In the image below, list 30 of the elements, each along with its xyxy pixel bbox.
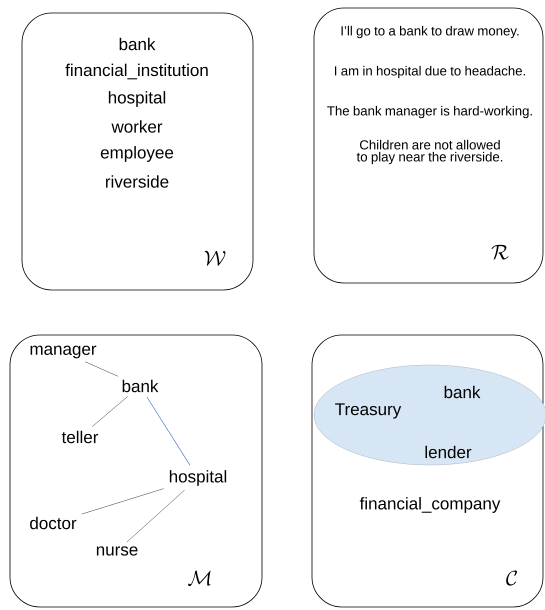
word: teller xyxy=(62,430,98,444)
word: bank xyxy=(122,380,158,392)
script-letter: $\mathcal{R}$ xyxy=(492,244,509,260)
word: worker xyxy=(111,120,162,133)
connector-line xyxy=(81,488,164,514)
word: hospital xyxy=(108,91,166,107)
connector-line xyxy=(126,490,185,542)
word: financial_company xyxy=(360,497,500,513)
script-letter: $\mathcal{M}$ xyxy=(188,570,211,586)
word: financial_institution xyxy=(65,64,208,80)
connector-line xyxy=(92,396,128,427)
word: employee xyxy=(100,146,174,162)
card xyxy=(22,12,254,290)
sentence: Children are not allowed to play near the riverside. xyxy=(356,140,502,164)
card xyxy=(10,334,262,608)
connector-line xyxy=(84,362,118,377)
word: riverside xyxy=(106,175,168,188)
word: doctor xyxy=(30,516,76,530)
word: manager xyxy=(30,346,96,358)
script-letter: $\mathcal{C}$ xyxy=(506,570,517,586)
sentence: I’ll go to a bank to draw money. xyxy=(342,26,518,38)
card xyxy=(314,8,544,284)
connector-line xyxy=(146,396,190,466)
word: hospital xyxy=(170,470,226,486)
word: nurse xyxy=(96,546,138,556)
sentence: I am in hospital due to headache. xyxy=(335,66,525,78)
sentence: The bank manager is hard-working. xyxy=(327,106,532,118)
card xyxy=(312,334,544,608)
word: bank xyxy=(120,38,156,50)
script-letter: $\mathcal{W}$ xyxy=(204,250,226,266)
